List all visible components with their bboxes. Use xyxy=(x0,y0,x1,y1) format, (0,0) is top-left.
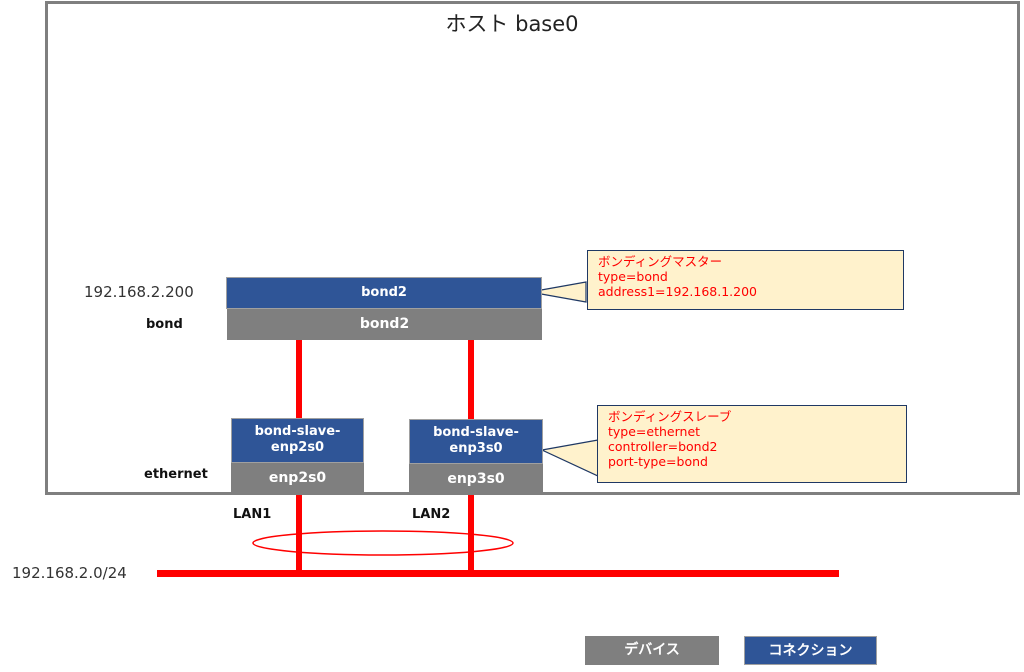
bond-device-box[interactable]: bond2 xyxy=(227,309,542,340)
bond-note-pointer xyxy=(529,281,587,303)
bonding-ellipse xyxy=(252,530,514,556)
connection-name-line: enp2s0 xyxy=(270,440,325,455)
enp3s0-connection-box[interactable]: bond-slave- enp3s0 xyxy=(409,419,543,464)
legend-connection: コネクション xyxy=(744,636,877,665)
lan1-label: LAN1 xyxy=(233,507,272,522)
note-line: controller=bond2 xyxy=(608,439,718,454)
link-bond-to-enp2s0 xyxy=(296,339,302,418)
network-bus xyxy=(157,570,839,577)
bond-type-label: bond xyxy=(146,317,183,332)
bond-slave-note: ボンディングスレーブ type=ethernet controller=bond… xyxy=(597,405,907,483)
lan2-label: LAN2 xyxy=(412,507,451,522)
link-lan2 xyxy=(468,495,474,575)
enp3s0-device-box[interactable]: enp3s0 xyxy=(409,464,543,495)
note-line: type=ethernet xyxy=(608,424,701,439)
note-line: ボンディングマスター xyxy=(598,254,723,269)
slave-note-pointer xyxy=(540,439,599,477)
link-lan1 xyxy=(296,495,302,575)
enp2s0-connection-box[interactable]: bond-slave- enp2s0 xyxy=(231,418,364,463)
bond-master-note: ボンディングマスター type=bond address1=192.168.1.… xyxy=(587,250,904,310)
subnet-label: 192.168.2.0/24 xyxy=(12,564,127,582)
enp2s0-device-box[interactable]: enp2s0 xyxy=(231,463,364,495)
note-line: port-type=bond xyxy=(608,454,708,469)
connection-name-line: bond-slave- xyxy=(254,424,341,439)
connection-name-line: enp3s0 xyxy=(449,441,503,456)
legend-device: デバイス xyxy=(585,636,719,665)
bond-connection-box[interactable]: bond2 xyxy=(226,277,542,309)
note-line: address1=192.168.1.200 xyxy=(598,284,757,299)
note-line: type=bond xyxy=(598,269,668,284)
bond-ip-address: 192.168.2.200 xyxy=(84,283,194,301)
ethernet-type-label: ethernet xyxy=(144,467,208,482)
link-bond-to-enp3s0 xyxy=(468,339,474,419)
note-line: ボンディングスレーブ xyxy=(608,409,732,424)
connection-name-line: bond-slave- xyxy=(433,425,519,440)
host-title: ホスト base0 xyxy=(445,12,579,36)
